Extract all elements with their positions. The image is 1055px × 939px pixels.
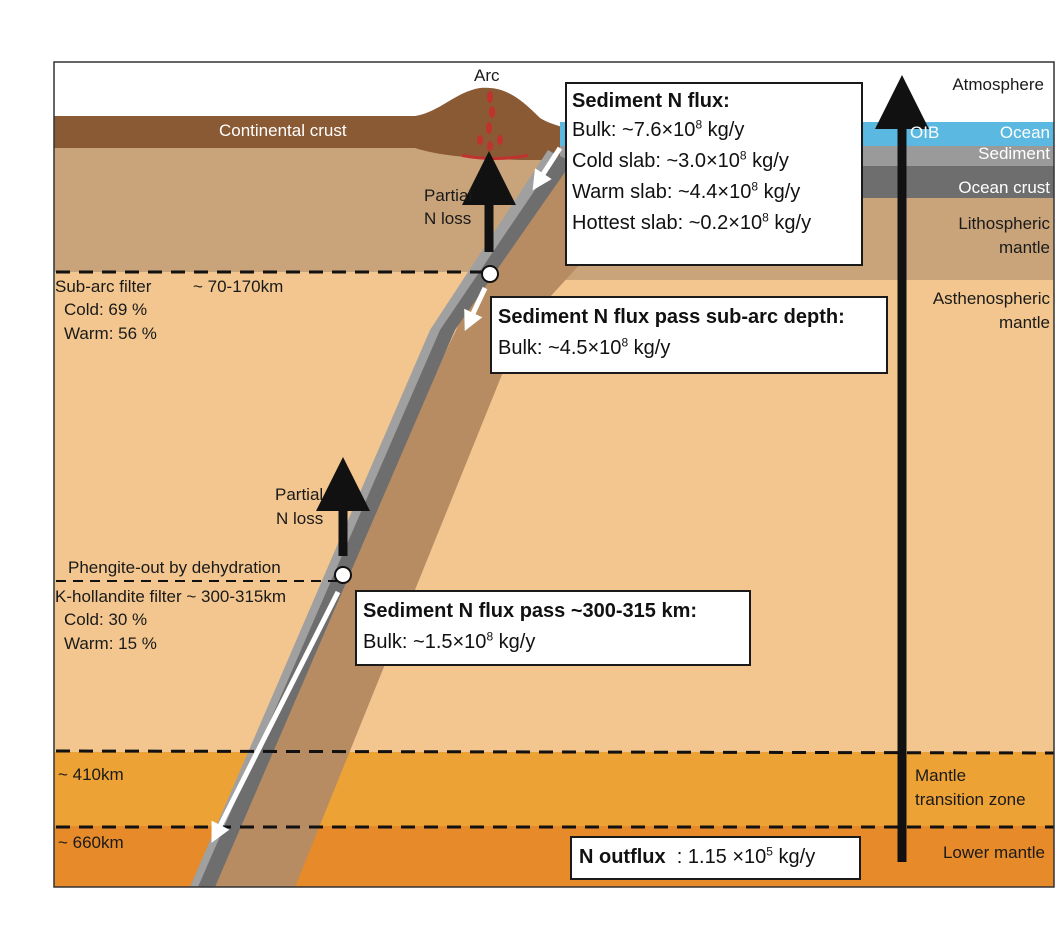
sediment-flux-bulk: Bulk: ~7.6×108 kg/y <box>572 117 745 141</box>
partial-loss-label-2a: Partial <box>275 485 324 504</box>
khollandite-filter-marker <box>334 566 352 584</box>
khollandite-flux-bulk: Bulk: ~1.5×108 kg/y <box>363 629 536 653</box>
sediment-flux-cold: Cold slab: ~3.0×108 kg/y <box>572 148 789 172</box>
khollandite-filter-label: K-hollandite filter ~ 300-315km <box>55 587 287 606</box>
slab-flux-arrow-1 <box>532 146 563 191</box>
continental-crust <box>54 87 565 160</box>
arc-label: Arc <box>474 66 500 85</box>
depth-660-label: ~ 660km <box>58 833 124 852</box>
lower-mantle-label: Lower mantle <box>942 843 1045 862</box>
subarc-cold-label: Cold: 69 % <box>64 300 148 319</box>
asthenospheric-mantle-label-1: Asthenospheric <box>932 289 1050 308</box>
outflux-text: N outflux : 1.15 ×105 kg/y <box>579 844 816 868</box>
khollandite-flux-title: Sediment N flux pass ~300-315 km: <box>363 600 698 622</box>
partial-loss-label-1b: N loss <box>424 209 472 228</box>
transition-zone-label-2: transition zone <box>915 790 1026 809</box>
depth-410-dashed-line <box>55 749 1055 755</box>
asthenospheric-mantle-label-2: mantle <box>998 313 1050 332</box>
outflux-box: N outflux : 1.15 ×105 kg/y <box>570 836 861 880</box>
ocean-label: Ocean <box>999 123 1050 142</box>
sediment-flux-title: Sediment N flux: <box>572 90 730 112</box>
frame-border <box>53 61 1055 888</box>
khollandite-flux-box: Sediment N flux pass ~300-315 km: Bulk: … <box>355 590 751 666</box>
transition-zone-layer <box>54 752 1054 826</box>
phengite-out-label: Phengite-out by dehydration <box>68 558 281 577</box>
subarc-flux-bulk: Bulk: ~4.5×108 kg/y <box>498 335 671 359</box>
sediment-flux-warm: Warm slab: ~4.4×108 kg/y <box>572 179 801 203</box>
subarc-warm-label: Warm: 56 % <box>64 324 157 343</box>
slab-crust <box>190 150 572 887</box>
subarc-depth-label: ~ 70-170km <box>193 277 284 296</box>
partial-loss-label-1a: Partial <box>424 186 473 205</box>
subarc-filter-label: Sub-arc filter <box>55 277 152 296</box>
khollandite-warm-label: Warm: 15 % <box>64 634 157 653</box>
subarc-flux-title: Sediment N flux pass sub-arc depth: <box>498 306 845 328</box>
sediment-label: Sediment <box>978 144 1050 163</box>
depth-410-label: ~ 410km <box>58 765 124 784</box>
transition-zone-label-1: Mantle <box>915 766 967 785</box>
atmosphere-label: Atmosphere <box>952 75 1044 94</box>
slab-flux-arrow-2 <box>464 286 488 332</box>
lithospheric-mantle-label-1: Lithospheric <box>958 214 1050 233</box>
lithospheric-mantle-label-2: mantle <box>998 238 1050 257</box>
slab-flux-arrow-3 <box>211 590 341 843</box>
khollandite-cold-label: Cold: 30 % <box>64 610 148 629</box>
oib-label: OIB <box>910 123 940 142</box>
subarc-filter-marker <box>481 265 499 283</box>
slab-lithosphere <box>190 160 640 887</box>
subarc-flux-box: Sediment N flux pass sub-arc depth: Bulk… <box>490 296 888 374</box>
sediment-flux-box: Sediment N flux: Bulk: ~7.6×108 kg/y Col… <box>565 82 863 266</box>
continental-crust-label: Continental crust <box>219 121 347 140</box>
partial-loss-label-2b: N loss <box>276 509 324 528</box>
ocean-crust-label: Ocean crust <box>958 178 1050 197</box>
sediment-flux-hottest: Hottest slab: ~0.2×108 kg/y <box>572 210 812 234</box>
